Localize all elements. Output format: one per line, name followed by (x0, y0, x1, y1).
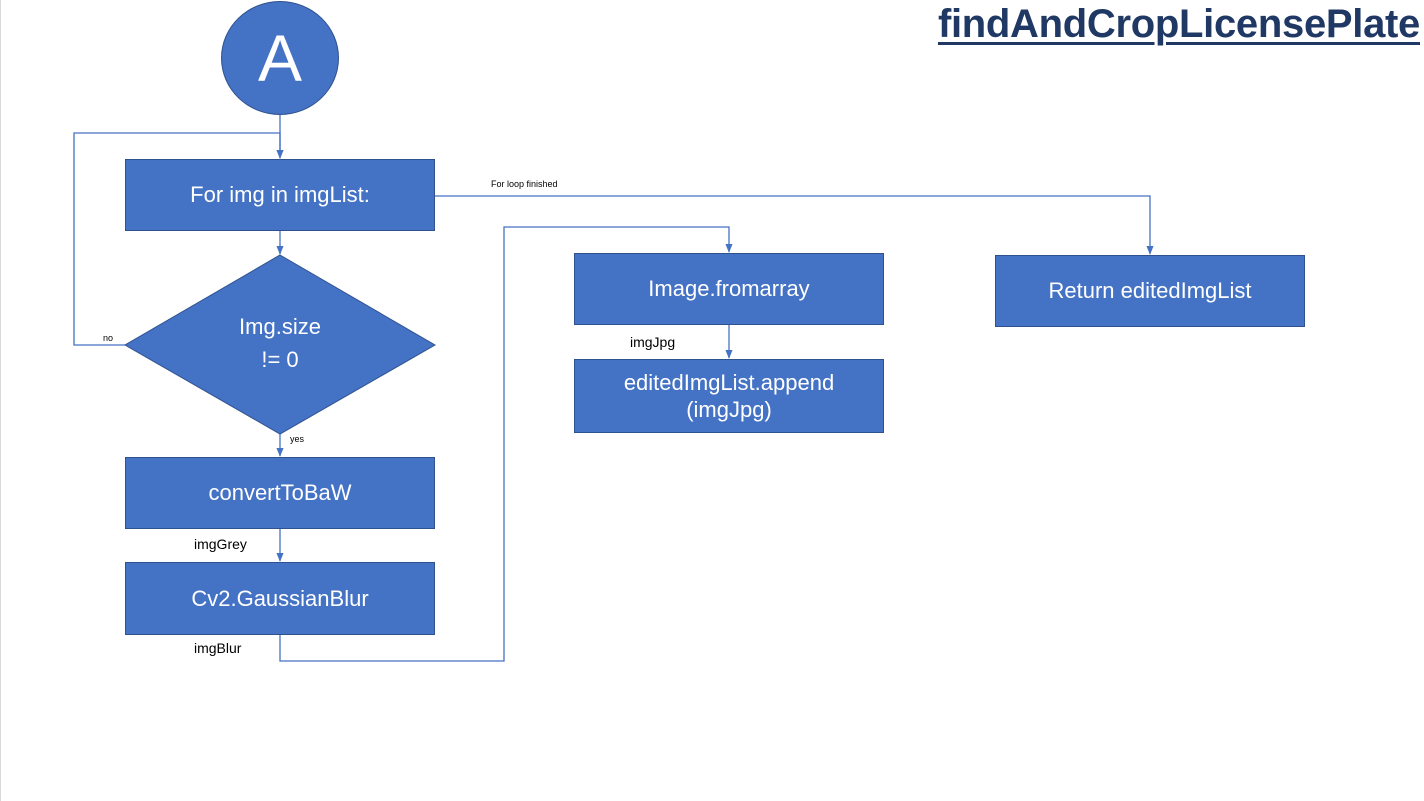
edge-label-img-grey: imgGrey (194, 536, 247, 552)
start-connector-label: A (257, 21, 303, 95)
node-append-line1: editedImgList.append (623, 369, 835, 395)
edge-label-no: no (103, 333, 114, 343)
edge-label-img-blur: imgBlur (194, 640, 242, 656)
node-for-loop: For img in imgList: (125, 159, 435, 231)
node-fromarray-label: Image.fromarray (648, 276, 810, 302)
condition-diamond (124, 254, 436, 435)
edge-loop-finished-to-return (434, 195, 1154, 255)
edge-label-img-jpg: imgJpg (630, 334, 676, 350)
edge-label-yes: yes (290, 434, 305, 444)
slide-border (0, 0, 1, 801)
node-blur-label: Cv2.GaussianBlur (191, 585, 369, 611)
node-convert-to-baw: convertToBaW (125, 457, 435, 529)
node-condition-label: Img.size != 0 (180, 310, 380, 376)
node-return: Return editedImgList (995, 255, 1305, 327)
node-for-loop-label: For img in imgList: (190, 182, 370, 208)
node-append: editedImgList.append (imgJpg) (574, 359, 884, 433)
node-image-fromarray: Image.fromarray (574, 253, 884, 325)
node-gaussian-blur: Cv2.GaussianBlur (125, 562, 435, 635)
diagram-title: findAndCropLicensePlate (937, 2, 1420, 46)
node-condition-line1: Img.size (239, 314, 321, 339)
edge-condition-no-loopback (73, 132, 284, 346)
node-append-line2: (imgJpg) (686, 397, 772, 422)
node-convert-label: convertToBaW (208, 480, 352, 506)
start-connector-circle: A (221, 1, 339, 115)
edge-blur-to-fromarray (279, 226, 733, 662)
edge-label-loop-finished: For loop finished (491, 179, 558, 189)
node-condition-line2: != 0 (261, 347, 299, 372)
node-return-label: Return editedImgList (1048, 278, 1252, 304)
